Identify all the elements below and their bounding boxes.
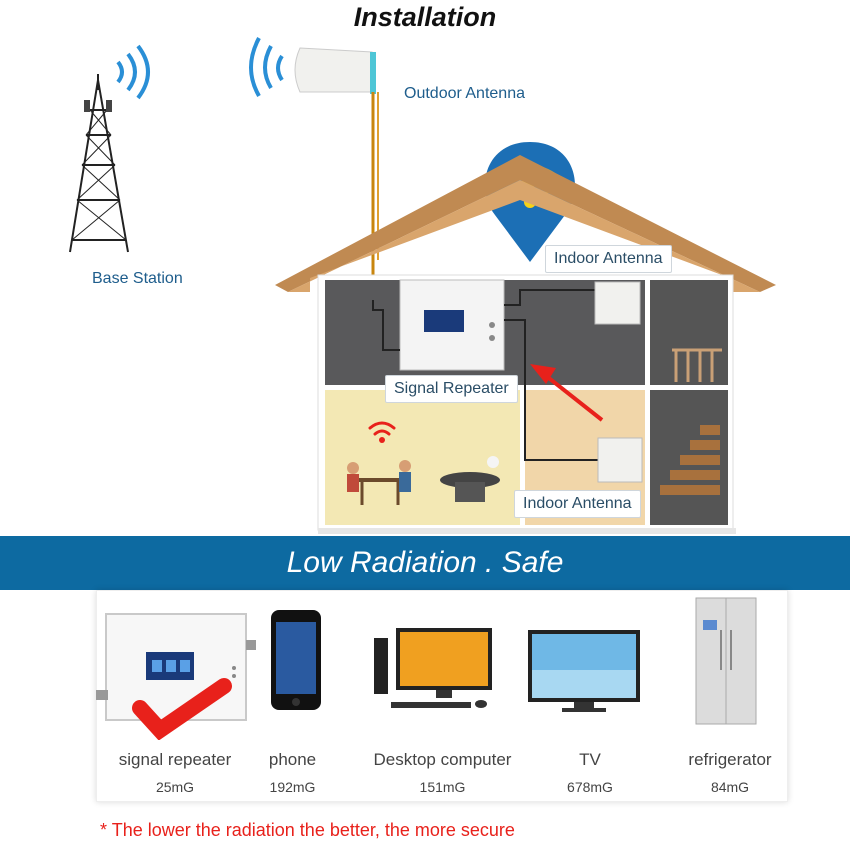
indoor-antenna-top-icon: [594, 281, 641, 325]
phone-icon: [271, 610, 321, 710]
repeater-device-icon: [399, 279, 505, 371]
indoor-antenna-bottom-icon: [597, 437, 643, 483]
device-radiation-value: 84mG: [710, 779, 750, 795]
indoor-antenna-top-label: Indoor Antenna: [545, 245, 672, 273]
room-wifi-icon: [368, 421, 396, 436]
repeater-product-icon: [96, 613, 256, 740]
device-radiation-value: 192mG: [269, 779, 316, 795]
base-station-label: Base Station: [92, 270, 183, 287]
device-radiation-value: 678mG: [567, 779, 613, 795]
tv-icon: [528, 630, 640, 712]
device-name: signal repeater: [118, 750, 232, 769]
note-text: The lower the radiation the better, the …: [111, 820, 515, 840]
indoor-antenna-bottom-label: Indoor Antenna: [514, 490, 641, 518]
banner-text: Low Radiation . Safe: [286, 546, 564, 579]
refrigerator-icon: [695, 597, 757, 725]
device-name: phone: [268, 750, 317, 769]
outdoor-antenna-label: Outdoor Antenna: [404, 85, 525, 102]
device-name: TV: [579, 750, 601, 769]
asterisk-icon: *: [100, 820, 108, 840]
red-arrow-icon: [530, 364, 604, 422]
device-name: Desktop computer: [373, 750, 512, 769]
house-roof: [275, 155, 776, 292]
lower-room: [325, 390, 520, 525]
device-radiation-value: 25mG: [155, 779, 195, 795]
signal-repeater-label: Signal Repeater: [385, 375, 518, 403]
base-station-tower-icon: [69, 74, 129, 253]
tower-signal-waves-icon: [116, 44, 150, 100]
radiation-note: * The lower the radiation the better, th…: [100, 820, 515, 841]
low-radiation-banner: Low Radiation . Safe: [0, 536, 850, 590]
device-images: [96, 597, 757, 740]
people-table-icon: [347, 456, 500, 505]
device-radiation-value: 151mG: [419, 779, 466, 795]
page-title: Installation: [353, 2, 497, 32]
device-name: refrigerator: [688, 750, 772, 769]
antenna-signal-waves-icon: [249, 37, 284, 97]
desktop-computer-icon: [374, 628, 492, 708]
